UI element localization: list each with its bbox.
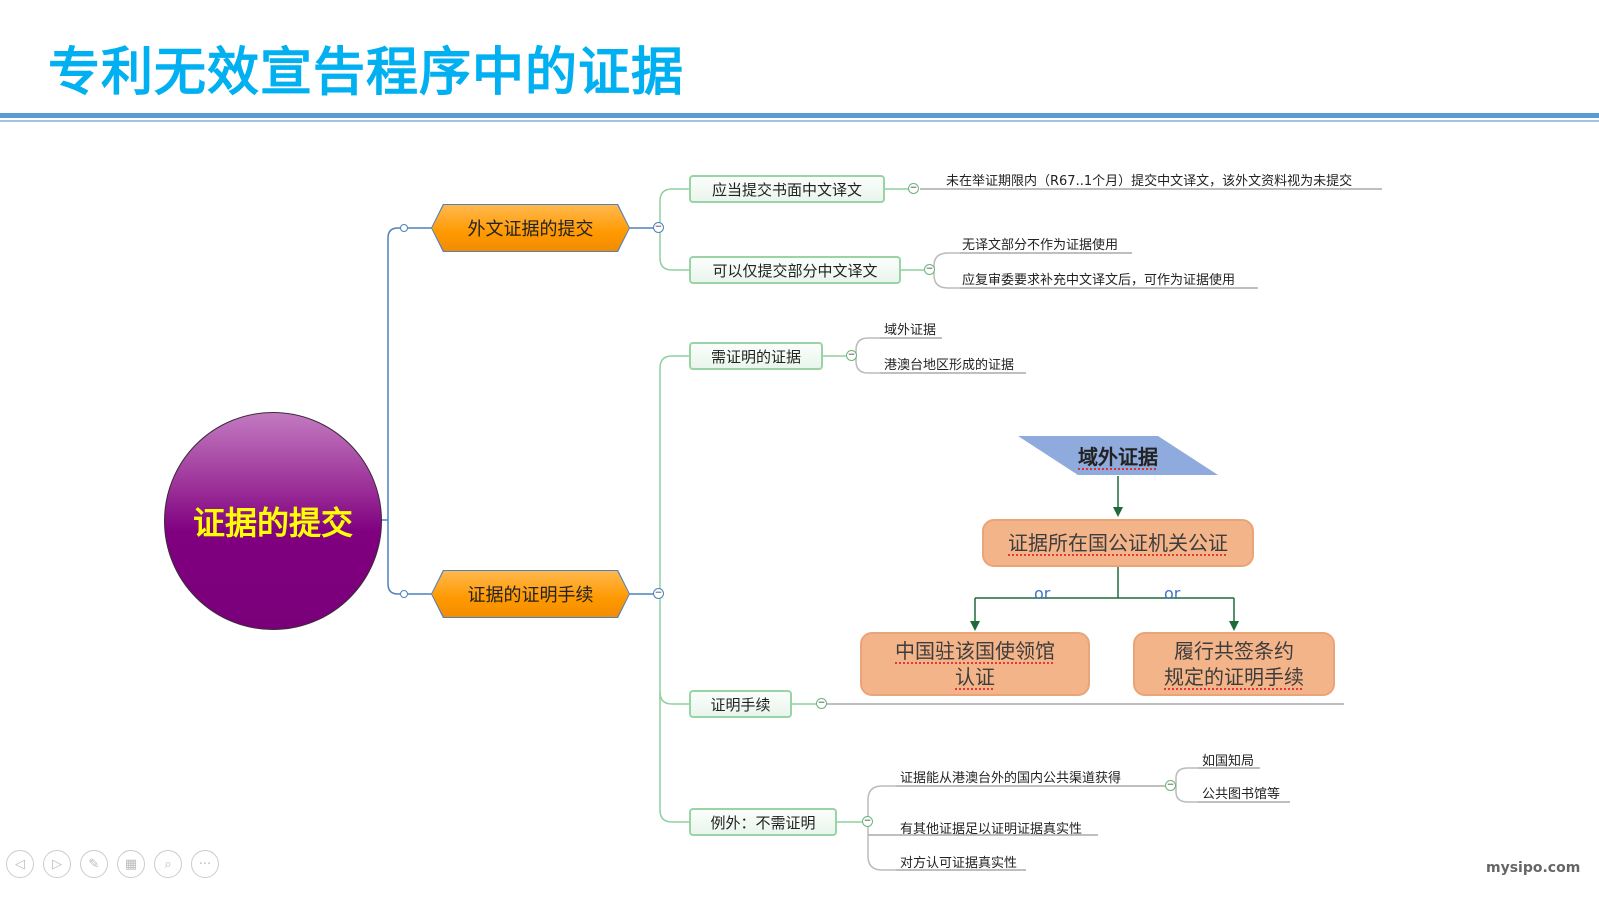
leaf-text: 应复审委要求补充中文译文后，可作为证据使用: [962, 273, 1236, 288]
flow-foreign-evidence: 域外证据: [1018, 436, 1218, 475]
branch-node-proof-procedure[interactable]: 证据的证明手续: [431, 570, 630, 618]
node-written-translation[interactable]: 应当提交书面中文译文: [689, 175, 885, 203]
flow-left-line2: 认证: [955, 665, 995, 689]
flow-notarization-box: 证据所在国公证机关公证: [982, 519, 1254, 567]
leaf-text: 证据能从港澳台外的国内公共渠道获得: [900, 771, 1122, 786]
title-divider-thin: [0, 120, 1599, 122]
node-evidence-requiring-proof[interactable]: 需证明的证据: [689, 342, 823, 370]
leaf-text: 未在举证期限内（R67..1个月）提交中文译文，该外文资料视为未提交: [946, 174, 1353, 189]
leaf-text: 域外证据: [884, 323, 937, 338]
title-divider: [0, 113, 1599, 118]
leaf-text: 有其他证据足以证明证据真实性: [900, 822, 1083, 837]
collapse-toggle-icon[interactable]: −: [1165, 780, 1176, 791]
more-icon[interactable]: ···: [191, 850, 219, 878]
node-proof-procedure[interactable]: 证明手续: [689, 690, 792, 718]
zoom-icon[interactable]: ⌕: [154, 850, 182, 878]
branch-label: 证据的证明手续: [432, 571, 629, 617]
flow-top-label: 域外证据: [1078, 445, 1158, 469]
prev-icon[interactable]: ◁: [6, 850, 34, 878]
leaf-text: 港澳台地区形成的证据: [884, 358, 1015, 373]
leaf-text: 公共图书馆等: [1202, 787, 1281, 802]
collapse-toggle-icon[interactable]: −: [653, 588, 664, 599]
collapse-toggle-icon[interactable]: −: [816, 698, 827, 709]
flow-middle-label: 证据所在国公证机关公证: [1008, 531, 1228, 555]
or-label: or: [1034, 584, 1051, 603]
next-icon[interactable]: ▷: [43, 850, 71, 878]
root-node[interactable]: 证据的提交: [164, 412, 382, 630]
node-partial-translation[interactable]: 可以仅提交部分中文译文: [689, 256, 901, 284]
branch-node-foreign-evidence[interactable]: 外文证据的提交: [431, 204, 630, 252]
collapse-toggle-icon[interactable]: −: [653, 222, 664, 233]
collapse-toggle-icon[interactable]: −: [846, 350, 857, 361]
slide-title: 专利无效宣告程序中的证据: [48, 43, 685, 103]
watermark: mysipo.com: [1486, 860, 1581, 876]
flow-treaty-box: 履行共签条约 规定的证明手续: [1133, 632, 1335, 696]
slides-icon[interactable]: ▦: [117, 850, 145, 878]
leaf-text: 如国知局: [1202, 754, 1255, 769]
pen-icon[interactable]: ✎: [80, 850, 108, 878]
collapse-toggle-icon[interactable]: −: [908, 183, 919, 194]
branch-label: 外文证据的提交: [432, 205, 629, 251]
collapse-toggle-icon[interactable]: −: [862, 816, 873, 827]
flow-consulate-box: 中国驻该国使领馆 认证: [860, 632, 1090, 696]
collapse-toggle-icon[interactable]: −: [924, 264, 935, 275]
flow-left-line1: 中国驻该国使领馆: [895, 639, 1055, 663]
leaf-text: 无译文部分不作为证据使用: [962, 238, 1119, 253]
node-exceptions[interactable]: 例外：不需证明: [689, 808, 837, 836]
flow-right-line1: 履行共签条约: [1174, 639, 1294, 663]
flow-right-line2: 规定的证明手续: [1164, 665, 1304, 689]
leaf-text: 对方认可证据真实性: [900, 856, 1018, 871]
or-label: or: [1164, 584, 1181, 603]
